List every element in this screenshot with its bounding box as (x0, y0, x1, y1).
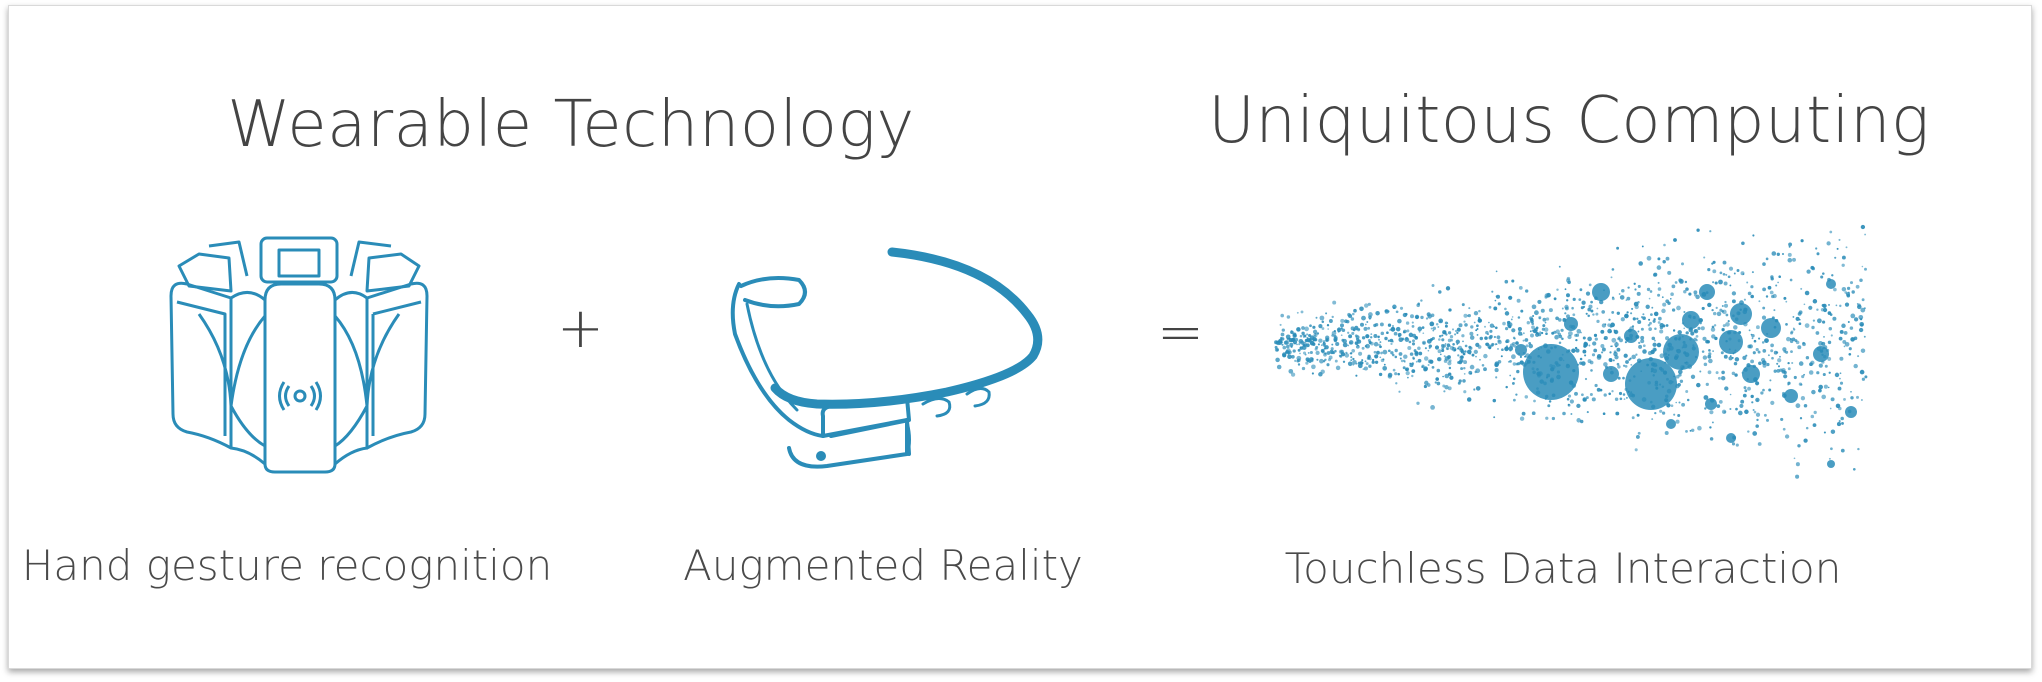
caption-hand-gesture-recognition: Hand gesture recognition (21, 541, 553, 590)
caption-touchless-data-interaction: Touchless Data Interaction (1284, 544, 1842, 593)
scatter-cloud-icon (1274, 224, 1868, 479)
myo-armband-icon (169, 236, 429, 474)
heading-wearable-technology: Wearable Technology (227, 88, 915, 162)
plus-operator: + (557, 296, 604, 361)
caption-augmented-reality: Augmented Reality (683, 541, 1083, 590)
equals-operator: = (1157, 300, 1204, 365)
slide-card: Wearable Technology Uniquitous Computing (8, 5, 2032, 669)
heading-ubiquitous-computing: Uniquitous Computing (1208, 84, 1930, 158)
smart-glasses-icon (730, 247, 1043, 469)
